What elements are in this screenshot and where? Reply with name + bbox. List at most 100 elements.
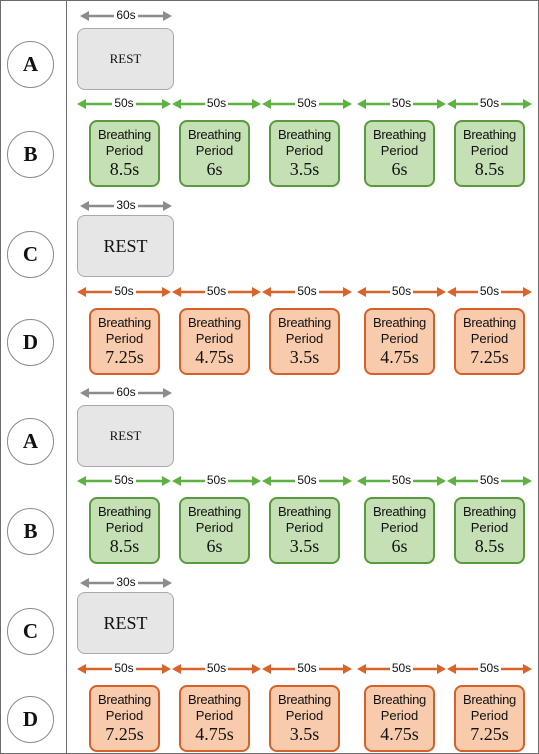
period-label: Period [195, 708, 234, 723]
rest-label: REST [109, 51, 142, 66]
breathing-period-value: 8.5s [474, 159, 505, 179]
period-label: Period [285, 331, 324, 346]
breathing-label: Breathing [373, 504, 426, 519]
period-duration-arrow: 50s [447, 661, 532, 676]
period-label: Period [195, 143, 234, 158]
period-duration-arrow: 50s [447, 473, 532, 488]
row-letter-circle: D [7, 696, 54, 743]
breathing-label: Breathing [98, 504, 151, 519]
period-label: Period [470, 708, 509, 723]
breathing-label: Breathing [278, 127, 331, 142]
duration-label: 60s [114, 8, 138, 22]
breathing-label: Breathing [98, 315, 151, 330]
period-duration-arrow: 50s [447, 96, 532, 111]
period-label: Period [470, 143, 509, 158]
rest-label: REST [103, 612, 148, 633]
breathing-label: Breathing [373, 127, 426, 142]
column-divider [66, 0, 67, 754]
duration-label: 50s [477, 96, 502, 110]
duration-label: 50s [295, 661, 319, 675]
duration-label: 30s [114, 575, 138, 589]
breathing-label: Breathing [278, 692, 331, 707]
breathing-label: Breathing [188, 692, 241, 707]
period-duration-arrow: 50s [77, 661, 171, 676]
rest-duration-arrow: 60s [80, 385, 172, 400]
breathing-period-value: 4.75s [195, 724, 234, 744]
period-duration-arrow: 50s [357, 473, 446, 488]
breathing-period-value: 3.5s [289, 347, 320, 367]
period-duration-arrow: 50s [262, 284, 352, 299]
breathing-label: Breathing [98, 692, 151, 707]
period-label: Period [470, 331, 509, 346]
breathing-period-value: 6s [391, 536, 408, 556]
period-duration-arrow: 50s [262, 473, 352, 488]
breathing-period-value: 4.75s [380, 347, 419, 367]
rest-duration-arrow: 30s [80, 198, 172, 213]
breathing-label: Breathing [278, 504, 331, 519]
rest-label: REST [109, 428, 142, 443]
period-label: Period [380, 708, 419, 723]
duration-label: 50s [389, 284, 414, 298]
duration-label: 50s [389, 661, 414, 675]
period-label: Period [285, 708, 324, 723]
row-letter-circle: C [7, 608, 54, 655]
duration-label: 30s [114, 198, 138, 212]
breathing-label: Breathing [373, 315, 426, 330]
breathing-period-value: 3.5s [289, 536, 320, 556]
breathing-label: Breathing [188, 127, 241, 142]
breathing-period-value: 6s [206, 159, 223, 179]
period-label: Period [105, 331, 144, 346]
rest-label: REST [103, 235, 148, 256]
breathing-period-value: 7.25s [470, 724, 509, 744]
row-letter-circle: B [7, 508, 54, 555]
breathing-period-value: 4.75s [195, 347, 234, 367]
duration-label: 50s [112, 661, 136, 675]
duration-label: 50s [204, 96, 229, 110]
row-letter-circle: A [7, 418, 54, 465]
breathing-label: Breathing [278, 315, 331, 330]
duration-label: 50s [112, 284, 136, 298]
period-duration-arrow: 50s [77, 284, 171, 299]
breathing-label: Breathing [188, 315, 241, 330]
rest-box: REST [77, 405, 174, 467]
row-letter-circle: A [7, 41, 54, 88]
breathing-label: Breathing [463, 127, 516, 142]
duration-label: 50s [295, 473, 319, 487]
breathing-period-value: 4.75s [380, 724, 419, 744]
period-duration-arrow: 50s [357, 284, 446, 299]
period-label: Period [380, 331, 419, 346]
row-letter-circle: C [7, 231, 54, 278]
period-duration-arrow: 50s [77, 96, 171, 111]
duration-label: 50s [204, 284, 229, 298]
breathing-label: Breathing [463, 315, 516, 330]
breathing-period-value: 8.5s [109, 536, 140, 556]
period-label: Period [470, 520, 509, 535]
breathing-label: Breathing [373, 692, 426, 707]
period-duration-arrow: 50s [172, 473, 261, 488]
period-duration-arrow: 50s [172, 284, 261, 299]
rest-box: REST [77, 28, 174, 90]
duration-label: 50s [477, 661, 502, 675]
period-duration-arrow: 50s [77, 473, 171, 488]
period-label: Period [105, 708, 144, 723]
breathing-period-value: 7.25s [105, 724, 144, 744]
period-duration-arrow: 50s [447, 284, 532, 299]
period-duration-arrow: 50s [357, 96, 446, 111]
duration-label: 50s [112, 473, 136, 487]
duration-label: 50s [204, 473, 229, 487]
row-letter-circle: B [7, 131, 54, 178]
duration-label: 50s [477, 284, 502, 298]
